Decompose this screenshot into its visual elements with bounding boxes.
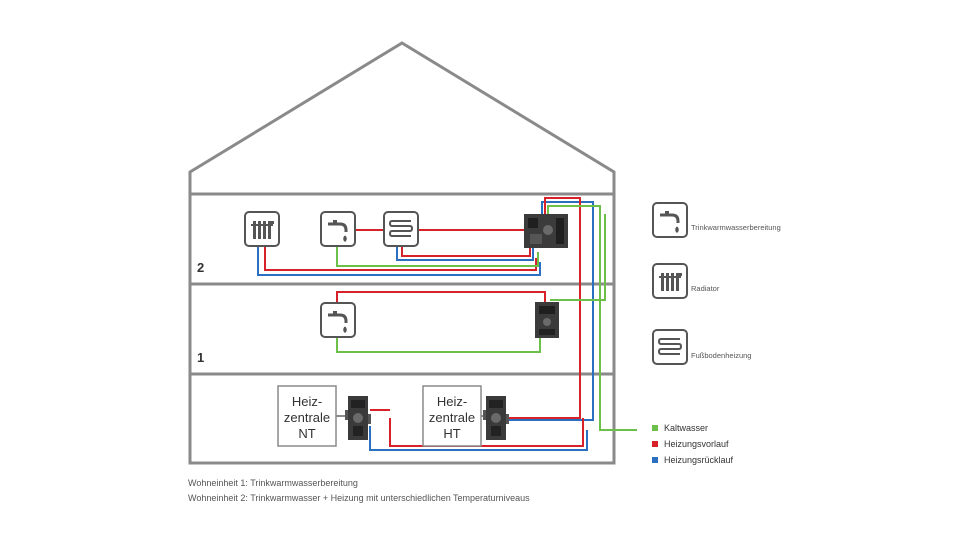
heating-central-ht: Heiz- zentrale HT <box>422 385 482 447</box>
legend-label-floor-heating: Fußbodenheizung <box>691 351 751 360</box>
legend-swatch-blue <box>652 457 658 463</box>
svg-text:Heiz-: Heiz- <box>437 394 467 409</box>
caption-line-2: Wohneinheit 2: Trinkwarmwasser + Heizung… <box>188 493 530 503</box>
tap-icon <box>651 201 689 239</box>
house-outline <box>188 41 616 465</box>
tap-icon-floor-1 <box>319 301 357 339</box>
legend-label-cold-water: Kaltwasser <box>664 423 708 433</box>
heating-station-ht <box>483 396 509 440</box>
legend-swatch-green <box>652 425 658 431</box>
legend-label-tap: Trinkwarmwasserbereitung <box>691 223 781 232</box>
heating-central-nt: Heiz- zentrale NT <box>277 385 337 447</box>
svg-text:zentrale: zentrale <box>284 410 330 425</box>
legend-swatch-red <box>652 441 658 447</box>
floor-number-1: 1 <box>197 350 204 365</box>
legend-label-return: Heizungsrücklauf <box>664 455 734 465</box>
radiator-icon <box>652 263 688 299</box>
svg-text:zentrale: zentrale <box>429 410 475 425</box>
tap-icon-floor-2 <box>319 210 357 248</box>
legend-label-flow: Heizungsvorlauf <box>664 439 729 449</box>
pipes-return <box>257 201 594 451</box>
apartment-station-floor-1 <box>535 302 559 338</box>
color-legend: Kaltwasser Heizungsvorlauf Heizungsrückl… <box>652 423 734 465</box>
floor-heating-icon-floor-2 <box>383 211 419 247</box>
svg-text:HT: HT <box>443 426 460 441</box>
heating-station-nt <box>345 396 371 440</box>
pipes-cold-water <box>336 205 637 431</box>
svg-text:NT: NT <box>298 426 315 441</box>
caption-line-1: Wohneinheit 1: Trinkwarmwasserbereitung <box>188 478 358 488</box>
legend-label-radiator: Radiator <box>691 284 720 293</box>
icon-legend: Trinkwarmwasserbereitung Radiator Fußbod… <box>651 201 781 365</box>
svg-text:Heiz-: Heiz- <box>292 394 322 409</box>
radiator-icon-floor-2 <box>244 211 280 247</box>
floor-number-2: 2 <box>197 260 204 275</box>
apartment-station-floor-2 <box>524 214 568 248</box>
floor-heating-icon <box>652 329 688 365</box>
